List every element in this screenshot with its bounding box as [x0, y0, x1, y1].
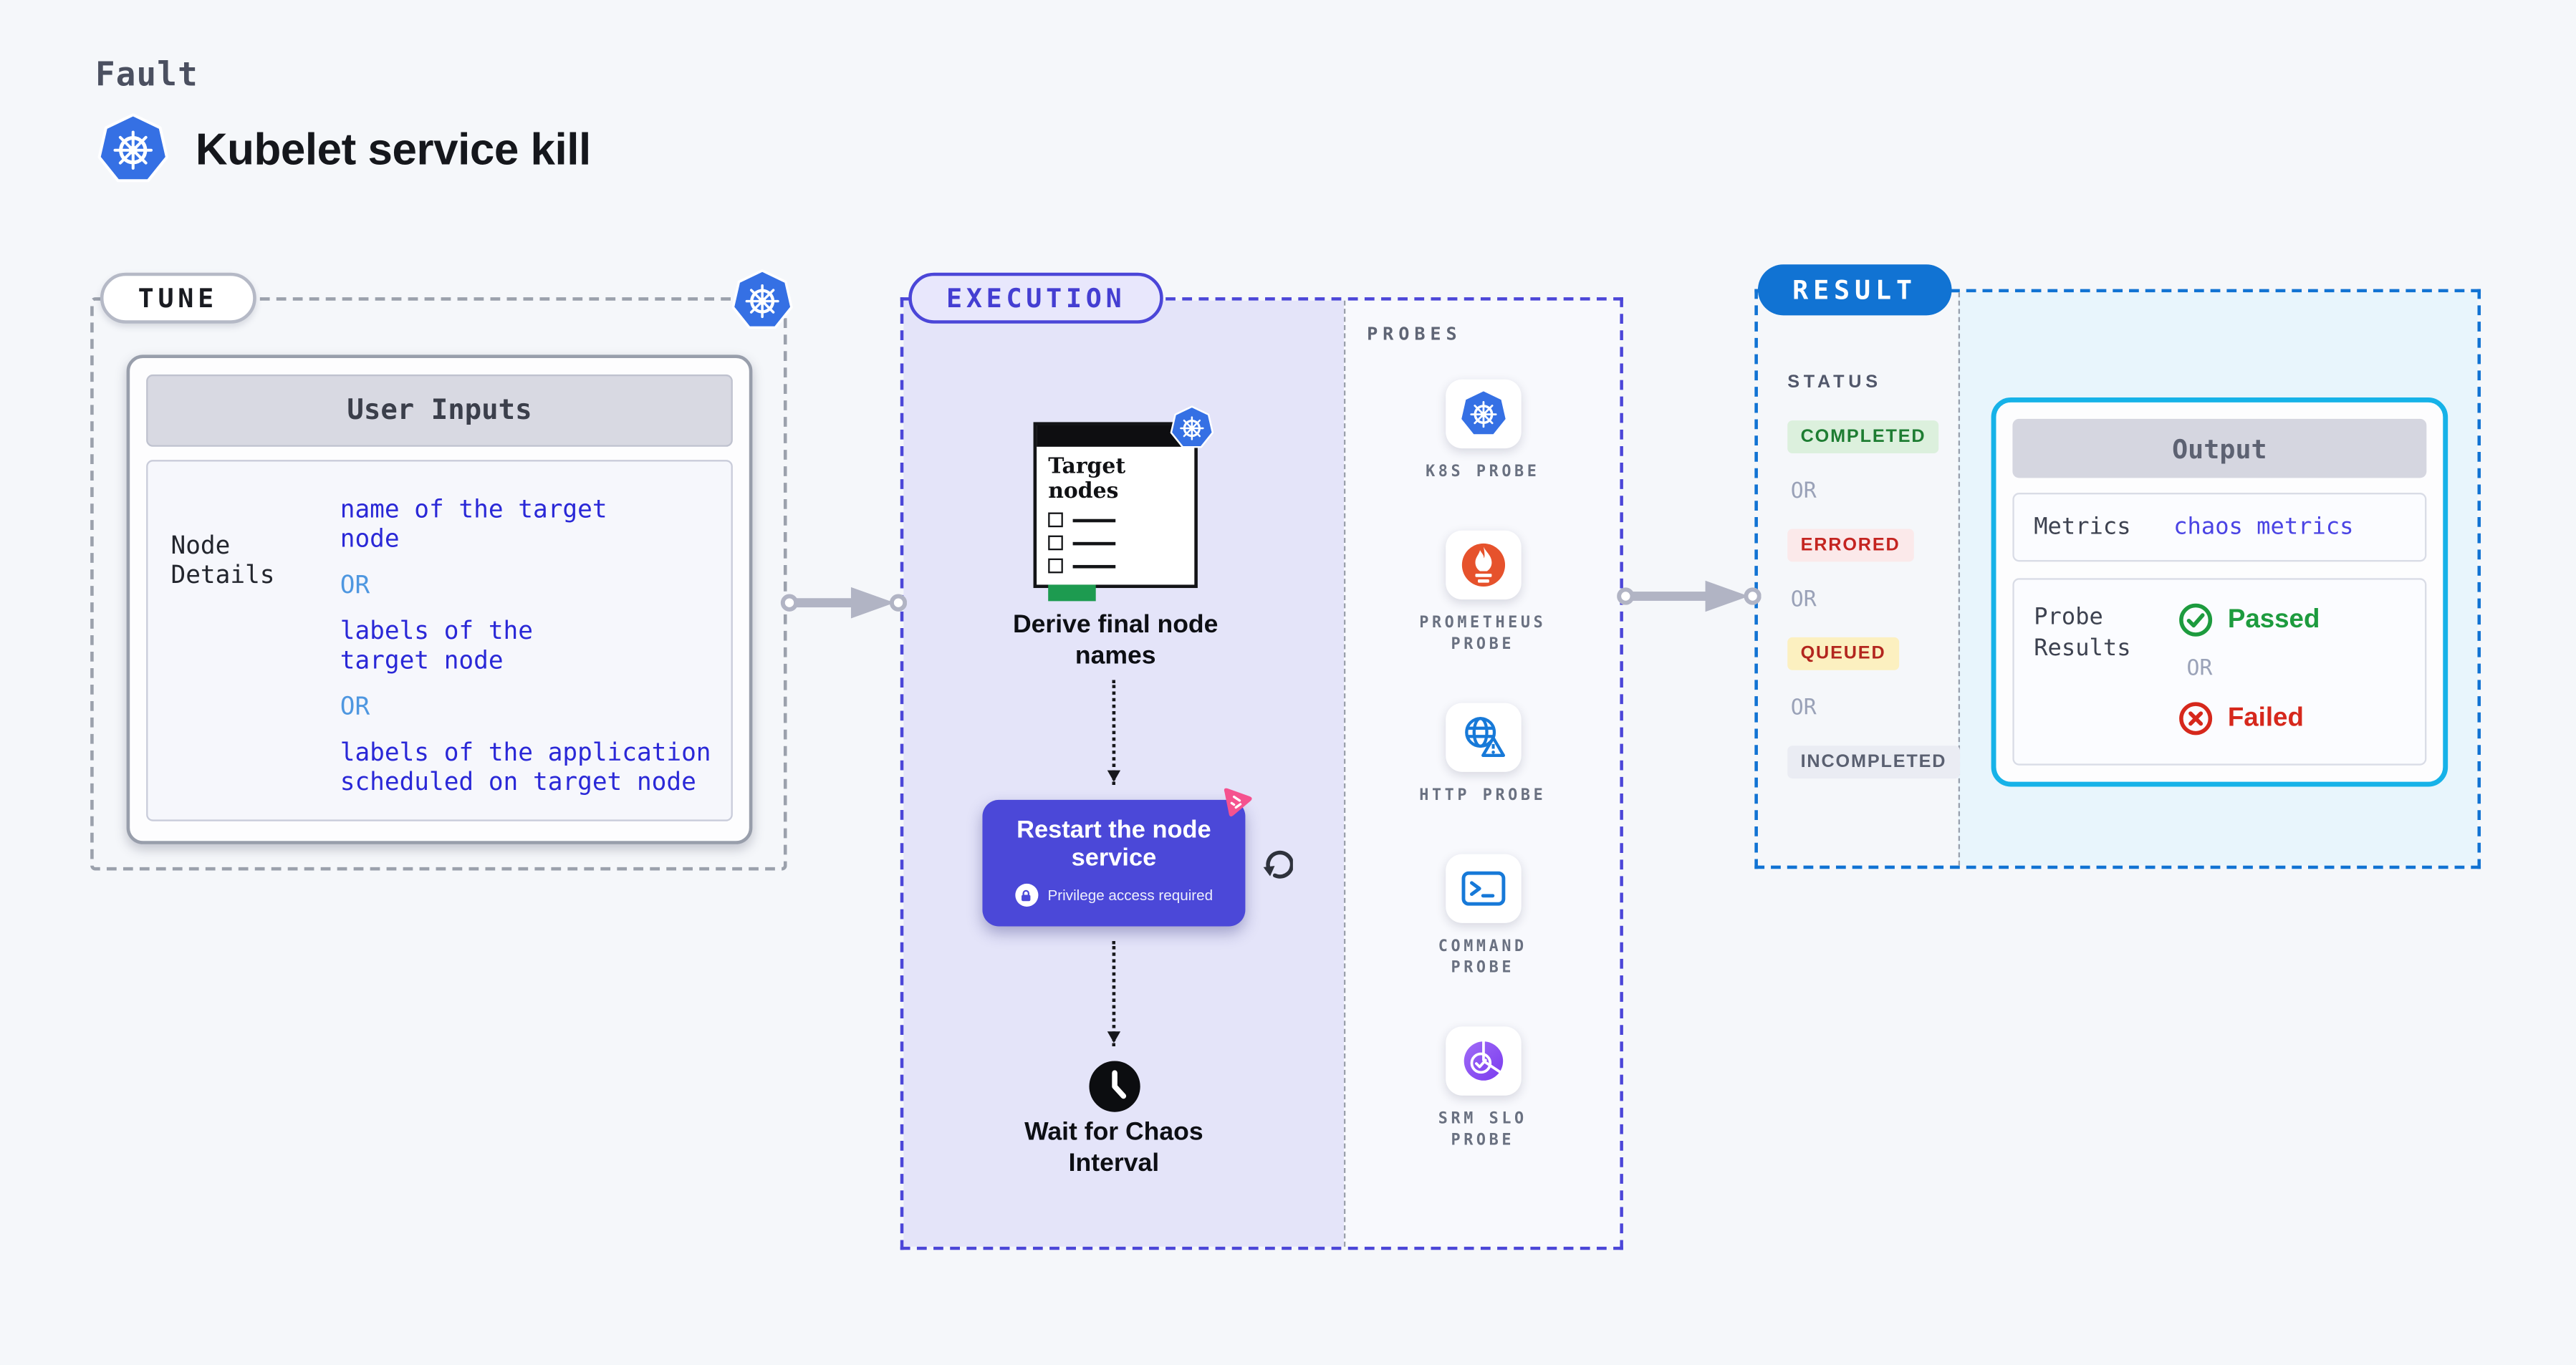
value-app-labels: labels of the application scheduled on t… [340, 737, 711, 797]
status-badge: INCOMPLETED [1787, 746, 1960, 779]
execution-flow-pane: Target nodes Derive final node names Res… [903, 300, 1345, 1247]
terminal-icon [1445, 854, 1521, 923]
metrics-row: Metrics chaos metrics [2012, 493, 2427, 562]
user-inputs-card: User Inputs Node Details name of the tar… [126, 354, 753, 844]
checklist-row [1048, 558, 1194, 574]
or-separator: OR [1790, 588, 1817, 613]
or-separator: OR [340, 691, 370, 721]
result-section: Output Metrics chaos metrics Probe Resul… [1754, 264, 2481, 869]
dotted-connector-down [1107, 941, 1121, 1046]
target-nodes-card: Target nodes [1033, 422, 1198, 602]
probe-label: K8S PROBE [1426, 463, 1540, 481]
list-line [1072, 518, 1116, 522]
restart-step-label: Restart the node service [1017, 816, 1211, 872]
tune-section: TUNE User Inputs Node Details name of th… [90, 297, 787, 871]
status-badge: QUEUED [1787, 637, 1899, 670]
target-nodes-title: Target nodes [1048, 455, 1126, 505]
slo-pie-icon [1445, 1026, 1521, 1096]
checklist-row [1048, 512, 1194, 528]
kubernetes-icon [97, 113, 169, 185]
probe-item: COMMAND PROBE [1402, 854, 1563, 979]
arrow-execution-to-result [1617, 580, 1762, 612]
tune-badge: TUNE [100, 272, 256, 324]
or-separator: OR [1790, 479, 1817, 505]
chaos-litmus-icon [1224, 788, 1252, 817]
result-output-pane: Output Metrics chaos metrics Probe Resul… [1958, 292, 2478, 866]
metrics-label: Metrics [2034, 513, 2131, 541]
output-title: Output [2012, 418, 2427, 478]
failed-line: Failed [2178, 701, 2320, 735]
node-details-label: Node Details [170, 530, 275, 590]
prometheus-icon [1445, 530, 1521, 600]
checkbox-icon [1048, 535, 1063, 551]
probe-label: PROMETHEUS PROBE [1419, 614, 1547, 654]
probe-item: SRM SLO PROBE [1402, 1026, 1563, 1151]
status-badge: COMPLETED [1787, 420, 1939, 453]
output-panel: Output Metrics chaos metrics Probe Resul… [1991, 397, 2448, 787]
target-card-titlebar [1037, 425, 1195, 447]
failed-label: Failed [2227, 703, 2304, 732]
user-inputs-table: Node Details name of the target node OR … [146, 460, 733, 821]
probe-item: PROMETHEUS PROBE [1402, 530, 1563, 655]
probes-list: K8S PROBE PROMETHEUS PROBE [1345, 379, 1620, 1199]
node-details-values: name of the target node OR labels of the… [340, 494, 731, 819]
page-header: Kubelet service kill [97, 113, 591, 185]
kubernetes-icon [1445, 379, 1521, 449]
probes-title: PROBES [1367, 323, 1462, 345]
check-circle-icon [2179, 603, 2213, 637]
list-line [1072, 541, 1116, 545]
or-separator: OR [1790, 696, 1817, 721]
privilege-note-label: Privilege access required [1047, 887, 1213, 904]
probe-results-values: Passed OR Failed [2178, 603, 2320, 741]
or-separator: OR [2186, 657, 2213, 682]
lock-icon [1014, 883, 1038, 907]
or-separator: OR [340, 569, 370, 600]
value-target-node-labels: labels of the target node [340, 616, 533, 675]
list-line [1072, 564, 1116, 568]
x-circle-icon [2179, 702, 2213, 735]
result-badge: RESULT [1757, 264, 1952, 316]
step-derive-label: Derive final node names [1012, 611, 1219, 670]
kubernetes-icon [1170, 405, 1214, 450]
page-title: Kubelet service kill [195, 124, 591, 173]
progress-bar [1048, 584, 1096, 602]
probe-label: COMMAND PROBE [1438, 937, 1527, 978]
chaos-metrics-link: chaos metrics [2173, 513, 2354, 541]
value-target-node-name: name of the target node [340, 494, 607, 554]
checklist-row [1048, 535, 1194, 551]
dotted-connector-down [1107, 680, 1121, 786]
kubernetes-icon [731, 269, 794, 332]
execution-badge: EXECUTION [908, 272, 1164, 324]
probe-label: HTTP PROBE [1419, 786, 1547, 805]
step-wait-label: Wait for Chaos Interval [1024, 1118, 1203, 1178]
passed-label: Passed [2227, 605, 2320, 634]
checkbox-icon [1048, 558, 1063, 574]
status-title: STATUS [1787, 372, 1882, 393]
clock-icon [1089, 1061, 1140, 1112]
probe-results-row: Probe Results Passed OR [2012, 578, 2427, 766]
probe-item: K8S PROBE [1402, 379, 1563, 483]
user-inputs-title: User Inputs [146, 374, 733, 447]
http-globe-icon [1445, 703, 1521, 772]
fault-eyebrow-label: Fault [95, 54, 198, 94]
probe-results-label: Probe Results [2034, 604, 2131, 662]
restart-node-service-step: Restart the node service Privilege acces… [982, 788, 1252, 927]
probe-item: HTTP PROBE [1402, 703, 1563, 806]
probe-label: SRM SLO PROBE [1438, 1110, 1527, 1150]
checkbox-icon [1048, 512, 1063, 528]
status-column: STATUS COMPLETED OR ERRORED OR QUEUED OR… [1758, 292, 1960, 865]
status-badge: ERRORED [1787, 529, 1913, 562]
execution-section: Target nodes Derive final node names Res… [900, 272, 1623, 1250]
arrow-tune-to-execution [780, 587, 907, 619]
privilege-note: Privilege access required [982, 883, 1245, 907]
probes-panel: PROBES K8S PROBE [1344, 300, 1620, 1247]
passed-line: Passed [2178, 603, 2320, 637]
retry-loop-icon [1263, 850, 1293, 879]
